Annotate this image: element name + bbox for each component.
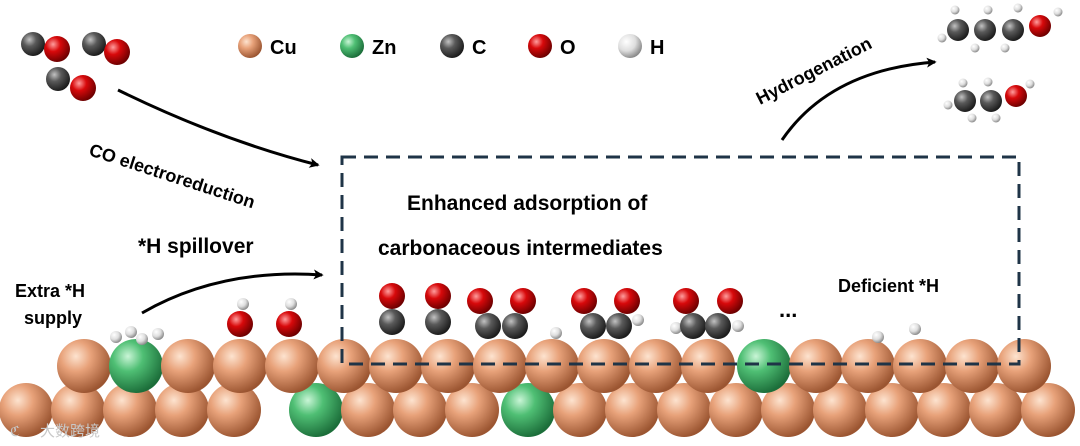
co-molecules-group [21,32,130,101]
surface-top-row [57,339,1051,393]
legend-c: C [440,34,486,59]
h-adatom [152,328,164,340]
co-electroreduction-arrow [118,90,318,165]
cu-atom [57,339,111,393]
supply-label: supply [24,308,82,328]
watermark-logo-icon: ℭ [10,424,20,440]
co-adsorbate [379,283,405,335]
co-molecule-icon [21,32,70,62]
legend-o-label: O [560,37,576,59]
adsorbates [110,283,921,345]
carbonaceous-intermediates-title: carbonaceous intermediates [378,237,663,260]
h-spillover-label: *H spillover [138,235,254,258]
co-electroreduction-label: CO electroreduction [87,140,258,212]
extra-h-label: Extra *H [15,281,85,301]
occoh-adsorbate [571,288,644,339]
cu-atom [473,339,527,393]
zn-atom [737,339,791,393]
zn-atom-icon [340,34,364,58]
legend-zn: Zn [340,34,396,59]
h-atom-icon [618,34,642,58]
h-adatom [125,326,137,338]
legend-cu: Cu [238,34,297,59]
oh-adsorbate [276,298,302,337]
propanol-molecule-icon [938,4,1063,53]
h-adatom [110,331,122,343]
enhanced-adsorption-title: Enhanced adsorption of [407,192,648,215]
cu-atom [317,339,371,393]
cu-atom [525,339,579,393]
cu-atom [161,339,215,393]
legend-cu-label: Cu [270,37,297,59]
c-atom-icon [440,34,464,58]
legend-zn-label: Zn [372,37,396,59]
h-adatom [136,333,148,345]
h-adatom [909,323,921,335]
cu-atom [265,339,319,393]
deficient-h-label: Deficient *H [838,276,939,296]
legend-o: O [528,34,576,59]
hydrogenation-label: Hydrogenation [753,33,875,108]
cu-atom [369,339,423,393]
cu-atom [945,339,999,393]
oh-adsorbate [227,298,253,337]
h-adatom [550,327,562,339]
cu-atom [997,339,1051,393]
cu-atom [789,339,843,393]
hoccoh-adsorbate [670,288,744,339]
zn-atom [109,339,163,393]
cu-atom [213,339,267,393]
watermark-text: 大数跨境 [40,422,100,440]
cu-atom [841,339,895,393]
cu-atom-icon [238,34,262,58]
legend-c-label: C [472,37,486,59]
o-atom-icon [528,34,552,58]
co-molecule-icon [46,67,96,101]
cu-atom [421,339,475,393]
cu-atom [893,339,947,393]
ethanol-molecule-icon [944,78,1035,123]
co-molecule-icon [82,32,130,65]
h-adatom [872,331,884,343]
legend: Cu Zn C O H [238,34,664,59]
legend-h: H [618,34,664,59]
ellipsis-label: ... [779,297,797,322]
cu-atom [629,339,683,393]
legend-h-label: H [650,37,664,59]
cu-atom [577,339,631,393]
co-adsorbate [425,283,451,335]
occo-adsorbate [467,288,536,339]
cu-atom [681,339,735,393]
